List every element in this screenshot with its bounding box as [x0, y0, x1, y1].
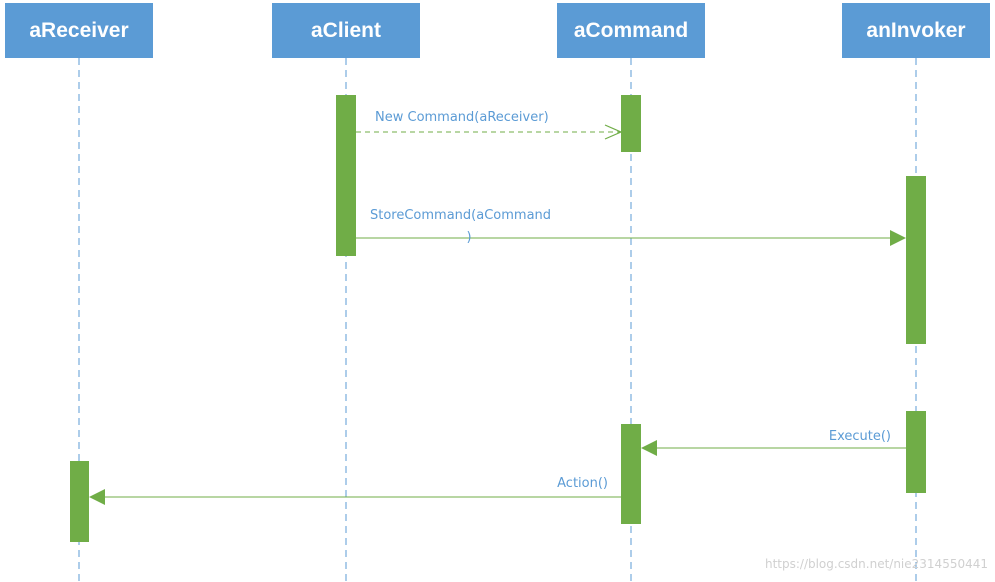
- activation-acommand-execute: [621, 424, 641, 524]
- watermark-url: https://blog.csdn.net/nie2314550441: [765, 557, 988, 571]
- message-new-command: New Command(aReceiver): [356, 110, 623, 140]
- activation-areceiver-action: [70, 461, 89, 542]
- participant-areceiver: aReceiver: [5, 3, 153, 58]
- participant-label-areceiver: aReceiver: [29, 19, 128, 42]
- arrowhead-filled: [89, 489, 105, 505]
- participant-label-aclient: aClient: [311, 19, 381, 42]
- participant-aninvoker: anInvoker: [842, 3, 990, 58]
- message-store-command: StoreCommand(aCommand ): [356, 208, 906, 246]
- participant-label-aninvoker: anInvoker: [866, 19, 965, 42]
- participant-aclient: aClient: [272, 3, 420, 58]
- arrowhead-filled: [890, 230, 906, 246]
- activation-aninvoker-store: [906, 176, 926, 344]
- participant-box-aclient: [272, 3, 420, 58]
- arrowhead-filled: [641, 440, 657, 456]
- participant-acommand: aCommand: [557, 3, 705, 58]
- activation-aninvoker-execute: [906, 411, 926, 493]
- participant-box-aninvoker: [842, 3, 990, 58]
- message-label-action: Action(): [557, 476, 608, 491]
- message-label-store-command-line2: ): [466, 230, 471, 245]
- participant-box-areceiver: [5, 3, 153, 58]
- message-label-new-command: New Command(aReceiver): [375, 110, 549, 125]
- activation-acommand-create: [621, 95, 641, 152]
- message-action: Action(): [89, 476, 621, 505]
- message-execute: Execute(): [641, 429, 906, 456]
- arrowhead-open: [604, 124, 623, 140]
- participant-box-acommand: [557, 3, 705, 58]
- participant-label-acommand: aCommand: [574, 19, 688, 42]
- message-label-store-command-line1: StoreCommand(aCommand: [370, 208, 551, 223]
- message-label-execute: Execute(): [829, 429, 891, 444]
- activation-aclient: [336, 95, 356, 256]
